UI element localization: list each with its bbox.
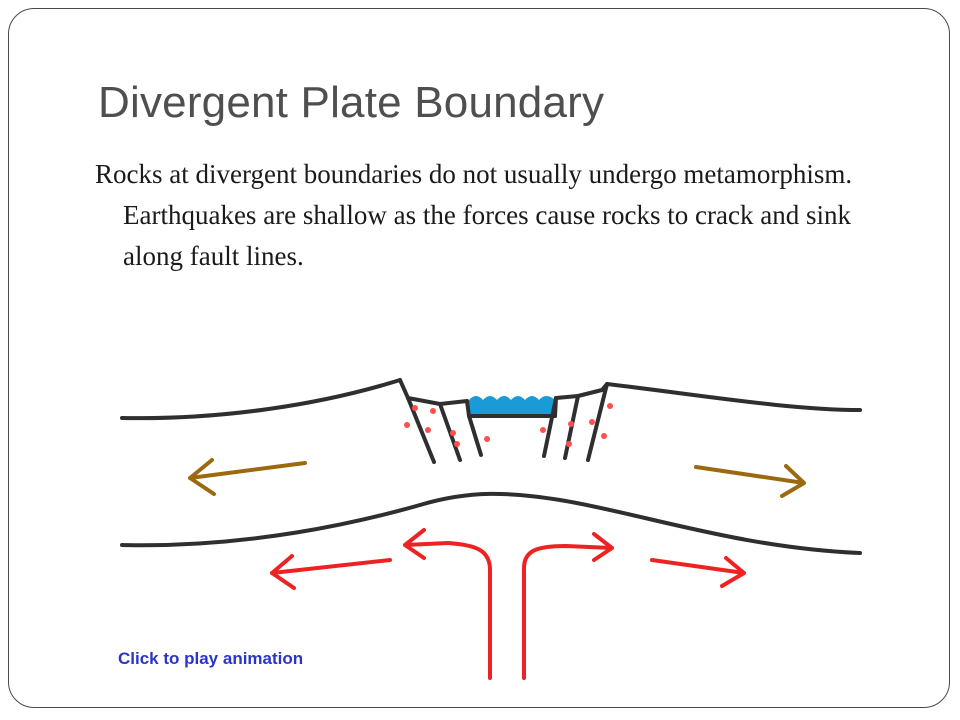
left-fault-block-inner [438,399,483,457]
right-plate-surface [605,382,862,412]
play-animation-link[interactable]: Click to play animation [118,649,304,668]
earthquake-dot [425,427,431,433]
left-fault-block-outer [398,378,436,464]
slide-title: Divergent Plate Boundary [98,78,605,127]
mantle-flow-arrow-left [270,554,392,590]
ocean-water [469,396,555,416]
slide-frame [8,8,950,708]
slide-body-text: Rocks at divergent boundaries do not usu… [95,159,853,271]
plate-motion-arrow-right [694,464,806,498]
earthquake-dot [607,403,613,409]
earthquake-dot [430,408,436,414]
earthquake-dot [404,422,410,428]
earthquake-dot [601,433,607,439]
earthquake-dots [404,403,613,447]
mantle-flow-arrow-up-left [403,528,492,680]
earthquake-dot [568,421,574,427]
earthquake-dot [566,441,572,447]
earthquake-dot [412,405,418,411]
plate-motion-arrow-left [188,458,307,496]
earthquake-dot [589,419,595,425]
earthquake-dot [454,441,460,447]
lithosphere-base [120,491,862,555]
earthquake-dot [484,436,490,442]
mantle-flow-arrow-up-right [522,532,614,680]
earthquake-dot [540,427,546,433]
right-fault-block-outer [576,382,609,462]
earthquake-dot [450,430,456,436]
mantle-flow-arrow-right [650,556,746,588]
right-fault-block-middle [554,394,580,460]
left-plate-surface [120,378,402,421]
